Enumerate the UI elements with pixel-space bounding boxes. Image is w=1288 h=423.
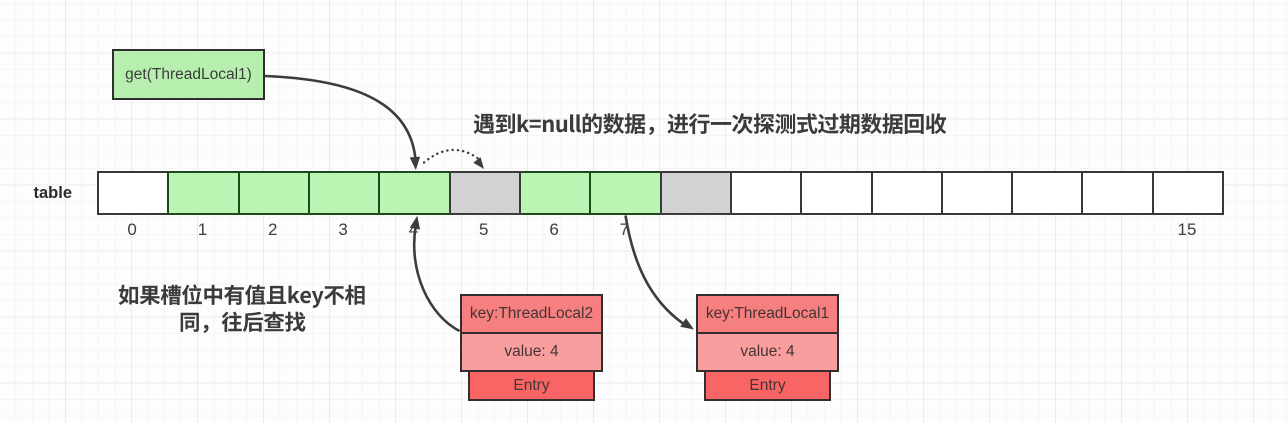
table-cell-3[interactable]	[307, 171, 381, 215]
table-index-3: 3	[338, 220, 348, 239]
table-index-7: 7	[619, 220, 630, 239]
table-cell-13[interactable]	[1011, 171, 1084, 215]
table-index-0: 0	[127, 220, 137, 239]
entry2-key-row[interactable]: key:ThreadLocal2	[460, 294, 603, 334]
table-cell-14[interactable]	[1081, 171, 1154, 215]
call-box-label: get(ThreadLocal1)	[125, 65, 252, 83]
table-index-6: 6	[549, 220, 559, 239]
entry2-type-row[interactable]: Entry	[468, 370, 595, 401]
connector-call-to-slot4	[264, 74, 417, 161]
entry1-key-row[interactable]: key:ThreadLocal1	[696, 294, 839, 334]
table-label: table	[33, 184, 72, 202]
table-cell-15[interactable]	[1151, 171, 1225, 215]
table-cell-4[interactable]	[378, 171, 451, 215]
connector-slot4-to-slot5	[422, 148, 480, 164]
top-note-glyphs	[473, 112, 947, 135]
table-cell-0[interactable]	[97, 171, 170, 215]
table-cell-12[interactable]	[940, 171, 1014, 215]
entry1-value-label: value: 4	[740, 343, 795, 360]
arrowhead-slot5-top	[473, 157, 484, 169]
table-index-4: 4	[408, 220, 419, 239]
table-cell-9[interactable]	[729, 171, 803, 215]
table-cell-5[interactable]	[448, 171, 521, 215]
table-index-2: 2	[268, 220, 278, 239]
table-index-15: 15	[1177, 220, 1197, 239]
table-index-5: 5	[479, 220, 489, 239]
table-cell-8[interactable]	[659, 171, 732, 215]
entry2-value-row[interactable]: value: 4	[460, 332, 603, 372]
entry2-type-label: Entry	[513, 376, 550, 394]
entry2-value-label: value: 4	[504, 343, 559, 360]
call-box[interactable]: get(ThreadLocal1)	[112, 49, 265, 100]
table-cell-10[interactable]	[800, 171, 873, 215]
table-cell-1[interactable]	[167, 171, 240, 215]
entry2-key-label: key:ThreadLocal2	[469, 305, 594, 322]
table-cell-2[interactable]	[237, 171, 310, 215]
arrowhead-entry1	[680, 318, 694, 330]
table-cell-6[interactable]	[518, 171, 592, 215]
table-index-1: 1	[197, 220, 208, 239]
left-note-text: 如果槽位中有值且key不相同，往后查找	[0, 0, 35, 3]
entry1-type-row[interactable]: Entry	[704, 370, 831, 401]
table-cell-11[interactable]	[870, 171, 943, 215]
entry1-type-label: Entry	[749, 376, 786, 394]
left-note-line1-glyphs	[118, 284, 365, 308]
left-note-line2-glyphs	[180, 311, 306, 334]
arrowhead-slot4-top	[409, 156, 421, 170]
entry1-key-label: key:ThreadLocal1	[705, 305, 830, 322]
entry1-value-row[interactable]: value: 4	[696, 332, 839, 372]
table-cell-7[interactable]	[589, 171, 662, 215]
